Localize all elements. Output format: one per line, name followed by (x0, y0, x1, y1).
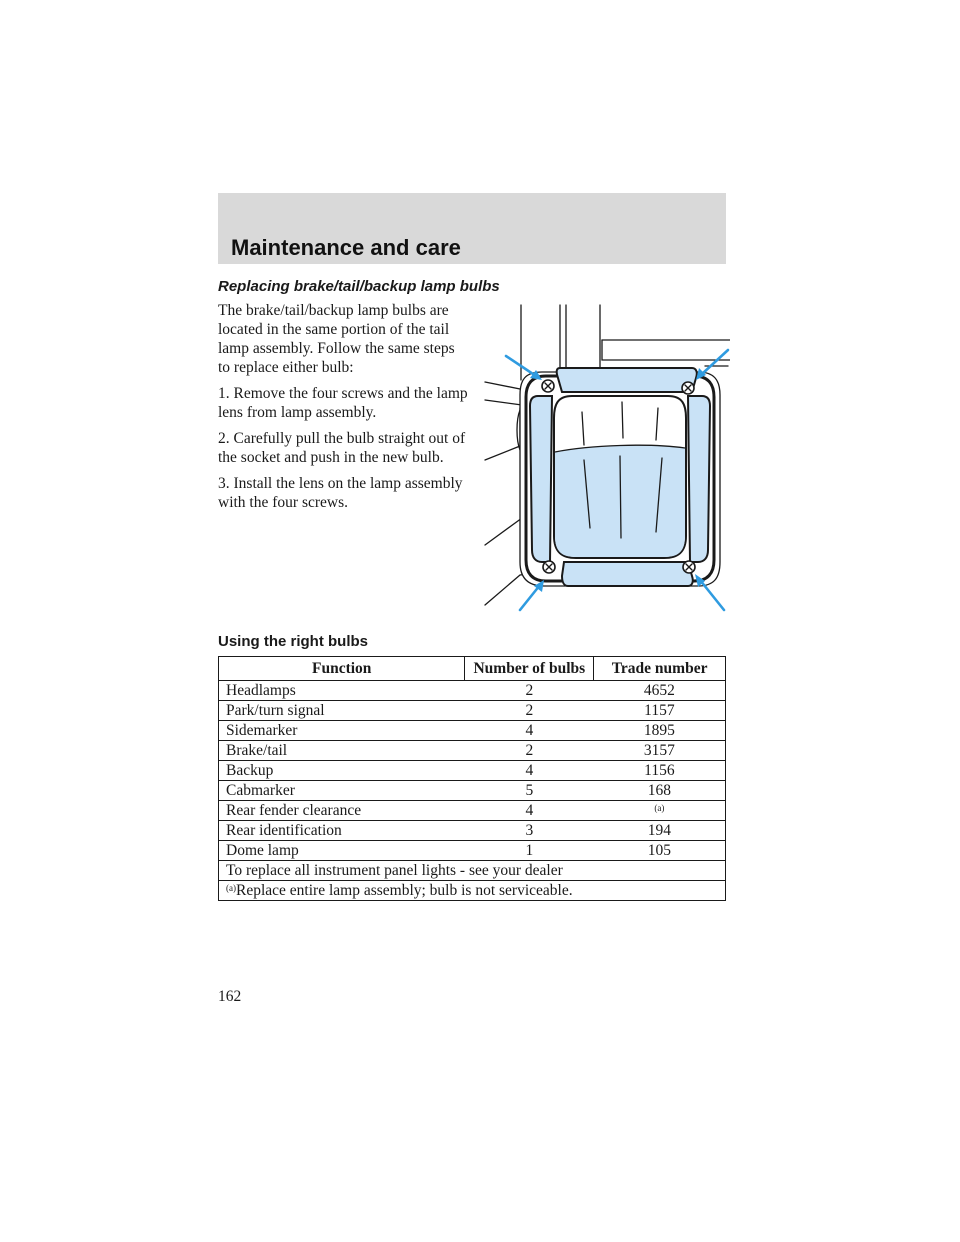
count-cell: 2 (464, 680, 594, 701)
table-note-row: To replace all instrument panel lights -… (218, 860, 726, 881)
table-title: Using the right bulbs (218, 633, 368, 650)
table-footnote-row: (a)Replace entire lamp assembly; bulb is… (218, 880, 726, 901)
count-cell: 3 (464, 820, 594, 841)
table-footnote: (a)Replace entire lamp assembly; bulb is… (218, 880, 726, 901)
trade-cell: 4652 (593, 680, 726, 701)
table-row: Cabmarker 5 168 (217, 780, 726, 801)
function-cell: Brake/tail (217, 740, 465, 761)
table-row: Rear fender clearance 4 (a) (217, 800, 726, 821)
instructions: The brake/tail/backup lamp bulbs are loc… (218, 301, 468, 519)
column-header-function: Function (217, 656, 466, 681)
trade-cell: 105 (593, 840, 726, 861)
function-cell: Cabmarker (217, 780, 465, 801)
table-row: Headlamps 2 4652 (217, 680, 726, 701)
function-cell: Park/turn signal (217, 700, 465, 721)
table-row: Sidemarker 4 1895 (217, 720, 726, 741)
function-cell: Sidemarker (217, 720, 465, 741)
count-cell: 1 (464, 840, 594, 861)
trade-cell: 1156 (593, 760, 726, 781)
tail-lamp-illustration (484, 304, 731, 612)
section-title: Replacing brake/tail/backup lamp bulbs (218, 278, 500, 295)
step-3: 3. Install the lens on the lamp assembly… (218, 475, 463, 511)
function-cell: Headlamps (217, 680, 465, 701)
column-header-count: Number of bulbs (464, 656, 595, 681)
function-cell: Rear identification (217, 820, 465, 841)
trade-cell: 1157 (593, 700, 726, 721)
function-cell: Backup (217, 760, 465, 781)
step-1: 1. Remove the four screws and the lamp l… (218, 385, 468, 421)
column-header-trade: Trade number (593, 656, 726, 681)
count-cell: 4 (464, 800, 594, 821)
table-row: Backup 4 1156 (217, 760, 726, 781)
trade-cell: 168 (593, 780, 726, 801)
table-row: Rear identification 3 194 (217, 820, 726, 841)
table-note: To replace all instrument panel lights -… (218, 860, 726, 881)
table-row: Park/turn signal 2 1157 (217, 700, 726, 721)
table-row: Dome lamp 1 105 (217, 840, 726, 861)
footnote-marker: (a) (226, 883, 236, 893)
function-cell: Dome lamp (217, 840, 465, 861)
count-cell: 4 (464, 720, 594, 741)
bulb-table: Function Number of bulbs Trade number He… (217, 656, 726, 901)
header-band: Maintenance and care (218, 193, 726, 264)
count-cell: 4 (464, 760, 594, 781)
intro-paragraph: The brake/tail/backup lamp bulbs are loc… (218, 302, 455, 376)
function-cell: Rear fender clearance (217, 800, 465, 821)
tail-lamp-diagram (480, 300, 731, 612)
table-header-row: Function Number of bulbs Trade number (217, 656, 726, 681)
footnote-marker: (a) (654, 803, 665, 813)
trade-cell: 194 (593, 820, 726, 841)
step-2: 2. Carefully pull the bulb straight out … (218, 430, 466, 466)
footnote-text: Replace entire lamp assembly; bulb is no… (236, 882, 573, 899)
count-cell: 2 (464, 740, 594, 761)
trade-cell: 1895 (593, 720, 726, 741)
chapter-title: Maintenance and care (231, 235, 461, 260)
trade-cell: (a) (593, 800, 726, 821)
count-cell: 5 (464, 780, 594, 801)
table-row: Brake/tail 2 3157 (217, 740, 726, 761)
trade-cell: 3157 (593, 740, 726, 761)
page-number: 162 (218, 988, 242, 1005)
count-cell: 2 (464, 700, 594, 721)
